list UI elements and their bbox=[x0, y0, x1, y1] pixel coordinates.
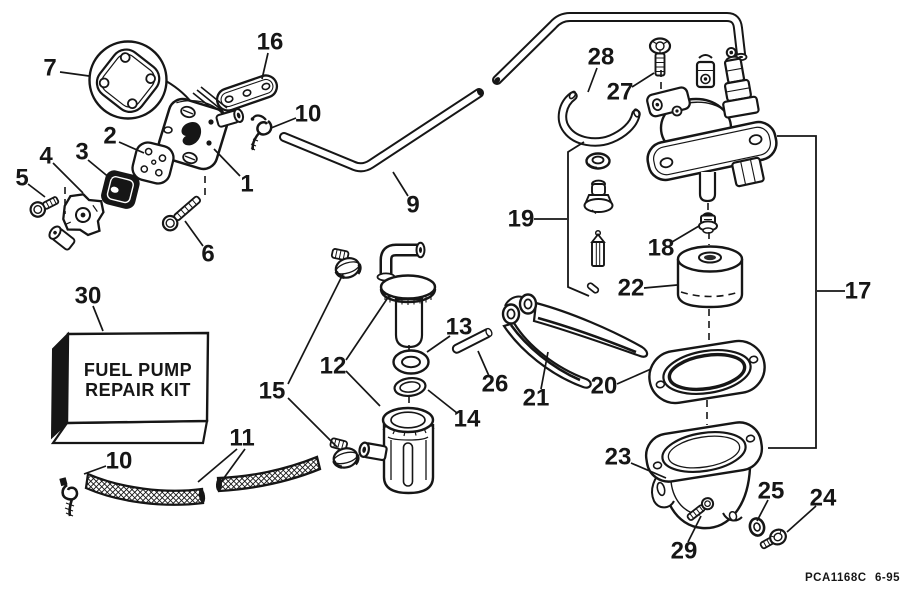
part-20-gasket bbox=[648, 339, 766, 405]
leader-line-27-11 bbox=[631, 72, 655, 88]
leader-line-22-14 bbox=[643, 284, 678, 289]
part-24-screw bbox=[759, 528, 787, 550]
callout-17-15: 17 bbox=[845, 278, 872, 305]
bracket-19 bbox=[567, 141, 590, 297]
part-23-bowl bbox=[644, 421, 764, 530]
part-13-o-ring bbox=[392, 349, 430, 375]
part-11-hoses bbox=[84, 455, 322, 506]
part-27-screw bbox=[648, 37, 672, 77]
leader-line-2-3 bbox=[118, 141, 145, 154]
leader-line-15-19 bbox=[287, 273, 344, 385]
callout-27-11: 27 bbox=[607, 79, 634, 106]
part-12-filter-assembly bbox=[358, 241, 437, 495]
footer-date: 6-95 bbox=[875, 572, 900, 584]
part-25-washer bbox=[748, 517, 766, 537]
leader-line-26-17 bbox=[477, 350, 490, 377]
group-brackets bbox=[567, 135, 817, 449]
kit-box-label-line1: FUEL PUMP bbox=[84, 360, 192, 380]
leader-line-12-18 bbox=[345, 295, 390, 361]
leader-line-29-27 bbox=[687, 515, 702, 543]
leader-line-7-0 bbox=[59, 71, 90, 77]
callout-14-20: 14 bbox=[454, 406, 481, 433]
part-1-fuel-pump bbox=[157, 86, 245, 171]
part-15-clamps bbox=[329, 248, 362, 469]
leader-line-1-7 bbox=[213, 148, 241, 177]
callout-15-19: 15 bbox=[259, 378, 286, 405]
kit-box-label-line2: REPAIR KIT bbox=[85, 380, 191, 400]
callout-5-6: 5 bbox=[15, 165, 28, 192]
callout-19-12: 19 bbox=[508, 206, 535, 233]
part-14-ring bbox=[393, 376, 427, 398]
part-28-hose bbox=[557, 90, 641, 147]
leader-line-9-9 bbox=[392, 171, 409, 197]
leader-line-28-10 bbox=[587, 67, 598, 93]
callout-18-13: 18 bbox=[648, 235, 675, 262]
leader-line-30-23 bbox=[92, 305, 104, 332]
part-30-kit-box: FUEL PUMP REPAIR KIT bbox=[50, 331, 210, 445]
part-6-screw bbox=[161, 195, 202, 232]
callout-21-21: 21 bbox=[523, 385, 550, 412]
callout-30-23: 30 bbox=[75, 283, 102, 310]
leader-line-16-1 bbox=[261, 52, 269, 80]
part-7-retainer-plate bbox=[88, 40, 196, 120]
leader-line-21-21 bbox=[540, 351, 549, 390]
dashed-axis-lines bbox=[64, 70, 710, 425]
part-22-float-cup bbox=[676, 245, 744, 309]
callout-11-25: 11 bbox=[229, 425, 254, 452]
callout-3-4: 3 bbox=[75, 139, 88, 166]
leader-line-15-19 bbox=[287, 397, 338, 448]
part-4-check-valve-body bbox=[48, 193, 105, 251]
leader-line-4-5 bbox=[52, 162, 84, 194]
leader-line-13-16 bbox=[426, 335, 451, 353]
callout-4-5: 4 bbox=[39, 143, 53, 170]
leader-line-11-25 bbox=[220, 448, 246, 483]
callout-28-10: 28 bbox=[588, 44, 615, 71]
leader-line-18-13 bbox=[671, 225, 700, 243]
callout-13-16: 13 bbox=[446, 314, 473, 341]
leader-line-10-2 bbox=[270, 117, 297, 129]
part-9-fuel-hose bbox=[279, 12, 748, 173]
callout-1-7: 1 bbox=[240, 171, 253, 198]
callout-7-0: 7 bbox=[43, 55, 56, 82]
part-21-fork-lever bbox=[501, 293, 649, 389]
leader-line-25-28 bbox=[756, 499, 769, 522]
callout-2-3: 2 bbox=[103, 123, 116, 150]
callout-20-22: 20 bbox=[591, 373, 618, 400]
callout-23-26: 23 bbox=[605, 444, 632, 471]
callout-25-28: 25 bbox=[758, 478, 785, 505]
callout-6-8: 6 bbox=[201, 241, 214, 268]
part-18-fitting bbox=[698, 212, 718, 234]
part-5-screw bbox=[29, 196, 60, 218]
footer-part-code: PCA1168C bbox=[805, 572, 867, 584]
callout-22-14: 22 bbox=[618, 275, 645, 302]
part-19-valve-set bbox=[583, 152, 614, 294]
callout-12-18: 12 bbox=[320, 353, 347, 380]
callout-29-27: 29 bbox=[671, 538, 698, 565]
leader-line-11-25 bbox=[197, 448, 238, 483]
pump-assembly-17 bbox=[646, 47, 778, 203]
leader-line-23-26 bbox=[630, 462, 667, 479]
part-29-screw bbox=[686, 497, 715, 521]
leader-line-5-6 bbox=[27, 183, 46, 198]
part-26-pin bbox=[451, 327, 493, 354]
callout-10-2: 10 bbox=[295, 101, 322, 128]
part-16-cover-plate bbox=[215, 74, 279, 112]
leader-line-14-20 bbox=[427, 389, 458, 414]
part-10-clip-bottom bbox=[59, 477, 79, 517]
callout-10-24: 10 bbox=[106, 448, 133, 475]
bracket-17 bbox=[768, 135, 817, 449]
leader-line-20-22 bbox=[616, 368, 652, 385]
callout-9-9: 9 bbox=[406, 192, 419, 219]
leader-line-3-4 bbox=[87, 159, 112, 180]
callout-26-17: 26 bbox=[482, 371, 509, 398]
leader-line-10-24 bbox=[83, 465, 107, 475]
leader-line-24-29 bbox=[786, 505, 817, 533]
callout-16-1: 16 bbox=[257, 29, 284, 56]
leader-line-12-18 bbox=[345, 370, 381, 407]
callout-24-29: 24 bbox=[810, 485, 837, 512]
part-3-diaphragm-plate bbox=[101, 170, 140, 209]
leader-line-6-8 bbox=[184, 220, 204, 247]
